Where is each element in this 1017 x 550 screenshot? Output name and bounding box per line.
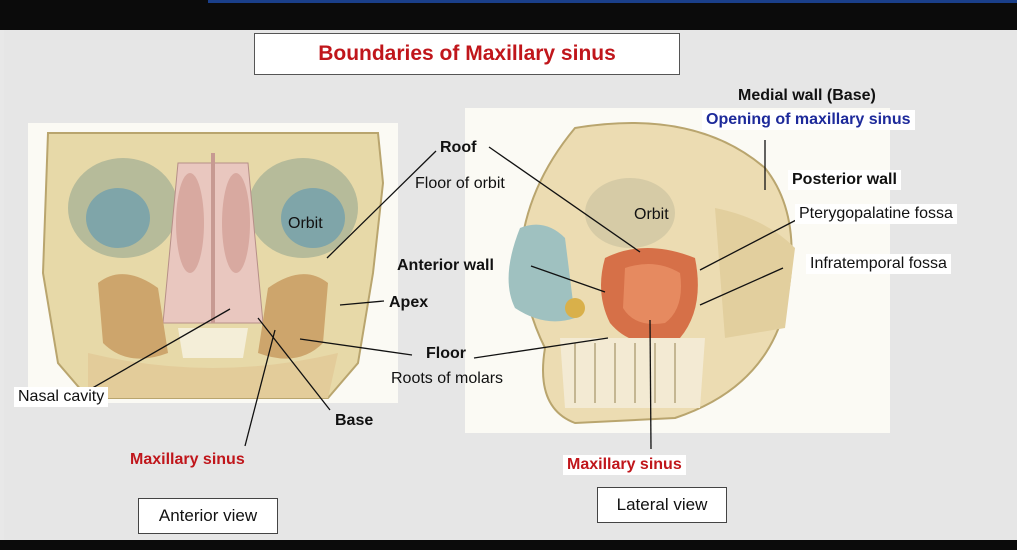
anterior-skull-illustration <box>28 123 398 403</box>
label-posterior-wall: Posterior wall <box>788 170 901 190</box>
label-roof: Roof <box>440 138 476 158</box>
anterior-view-label: Anterior view <box>138 498 278 534</box>
label-opening-of-maxillary-sinus: Opening of maxillary sinus <box>702 110 915 130</box>
label-maxillary-sinus-anterior: Maxillary sinus <box>130 450 245 470</box>
lateral-view-label: Lateral view <box>597 487 727 523</box>
top-bar <box>0 0 1017 30</box>
label-floor: Floor <box>426 344 466 364</box>
label-roots-of-molars: Roots of molars <box>391 369 503 389</box>
label-apex: Apex <box>389 293 428 313</box>
label-orbit-lateral: Orbit <box>634 205 669 225</box>
label-base: Base <box>335 411 373 431</box>
label-medial-wall: Medial wall (Base) <box>738 86 876 106</box>
label-anterior-wall: Anterior wall <box>397 256 494 276</box>
label-floor-of-orbit: Floor of orbit <box>415 174 505 194</box>
label-orbit-anterior: Orbit <box>288 214 323 234</box>
label-nasal-cavity: Nasal cavity <box>14 387 108 407</box>
label-maxillary-sinus-lateral: Maxillary sinus <box>563 455 686 475</box>
bottom-bar <box>0 540 1017 550</box>
label-infratemporal-fossa: Infratemporal fossa <box>806 254 951 274</box>
slide-title: Boundaries of Maxillary sinus <box>254 33 680 75</box>
label-pterygopalatine-fossa: Pterygopalatine fossa <box>795 204 957 224</box>
top-accent-line <box>208 0 1017 3</box>
